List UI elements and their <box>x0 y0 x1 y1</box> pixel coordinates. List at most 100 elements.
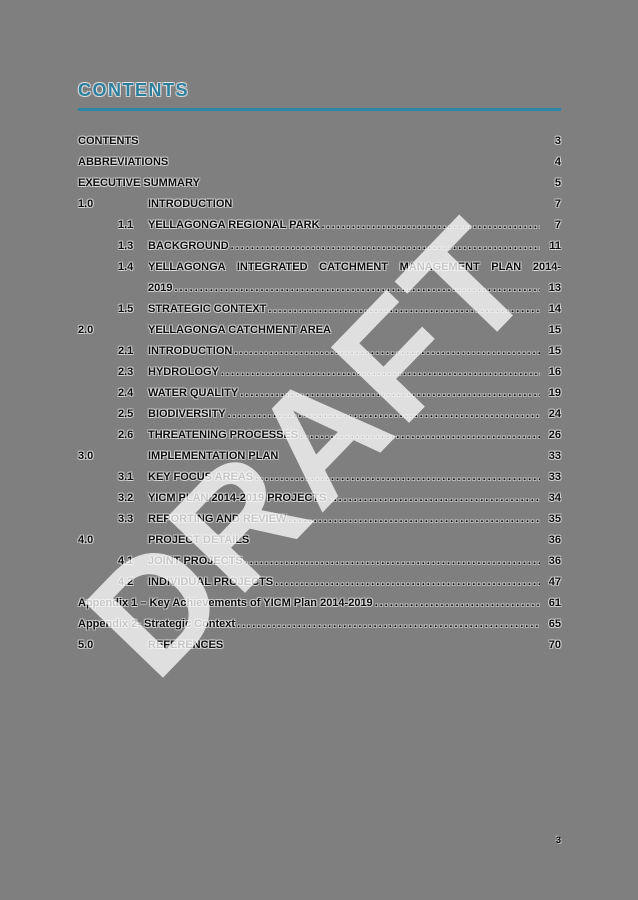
entry-title: JOINT PROJECTS <box>148 555 243 567</box>
dot-leader <box>268 299 540 320</box>
dot-leader <box>245 551 540 572</box>
entry-page-number: 36 <box>548 534 561 546</box>
entry-title: YICM PLAN 2014-2019 PROJECTS <box>148 492 327 504</box>
entry-title: WATER QUALITY <box>148 387 239 399</box>
entry-number: 4.0 <box>78 534 94 546</box>
entry-number: 2.5 <box>118 408 134 420</box>
entry-page-number: 34 <box>548 492 561 504</box>
entry-page-number: 61 <box>548 597 561 609</box>
dot-leader <box>288 509 540 530</box>
entry-title: Appendix 1 – Key Achievements of YICM Pl… <box>78 597 373 609</box>
entry-page-number: 3 <box>554 135 561 147</box>
dot-leader <box>231 236 540 257</box>
toc-row: 3.0 IMPLEMENTATION PLAN 33 <box>78 446 561 467</box>
dot-leader <box>174 278 540 299</box>
entry-number: 3.0 <box>78 450 94 462</box>
entry-title: ABBREVIATIONS <box>78 156 169 168</box>
entry-number: 4.2 <box>118 576 134 588</box>
dot-leader <box>375 593 540 614</box>
toc-row: 3.3 REPORTING AND REVIEW 35 <box>78 509 561 530</box>
dot-leader <box>237 614 540 635</box>
entry-number: 2.4 <box>118 387 134 399</box>
entry-number: 1.1 <box>118 219 134 231</box>
entry-title: STRATEGIC CONTEXT <box>148 303 267 315</box>
entry-page-number: 33 <box>548 471 561 483</box>
entry-page-number: 16 <box>548 366 561 378</box>
toc-row: 2.4 WATER QUALITY 19 <box>78 383 561 404</box>
dot-leader <box>240 383 540 404</box>
entry-title: HYDROLOGY <box>148 366 219 378</box>
entry-title: YELLAGONGA INTEGRATED CATCHMENT MANAGEME… <box>148 261 561 273</box>
footer-page-number: 3 <box>555 835 561 845</box>
entry-number: 2.1 <box>118 345 134 357</box>
toc-row: 1.0 INTRODUCTION 7 <box>78 194 561 215</box>
entry-title: IMPLEMENTATION PLAN <box>148 450 279 462</box>
dot-leader <box>255 467 540 488</box>
entry-title: BACKGROUND <box>148 240 229 252</box>
entry-page-number: 14 <box>548 303 561 315</box>
entry-page-number: 35 <box>548 513 561 525</box>
dot-leader <box>300 425 540 446</box>
toc-row: Appendix 2- Strategic Context 65 <box>78 614 561 635</box>
dot-leader <box>275 572 540 593</box>
entry-title: Appendix 2- Strategic Context <box>78 618 236 630</box>
heading-rule <box>78 108 561 111</box>
toc-row: ABBREVIATIONS 4 <box>78 152 561 173</box>
entry-title: REPORTING AND REVIEW <box>148 513 287 525</box>
page-title: CONTENTS <box>78 80 189 100</box>
entry-page-number: 4 <box>554 156 561 168</box>
toc-row: 2.3HYDROLOGY16 <box>78 362 561 383</box>
entry-number: 1.5 <box>118 303 134 315</box>
entry-title: CONTENTS <box>78 135 139 147</box>
entry-page-number: 26 <box>548 429 561 441</box>
entry-number: 1.4 <box>118 261 134 273</box>
dot-leader <box>234 341 540 362</box>
toc-row: 1.5 STRATEGIC CONTEXT 14 <box>78 299 561 320</box>
entry-number: 3.1 <box>118 471 134 483</box>
entry-number: 1.3 <box>118 240 134 252</box>
entry-title: INDIVIDUAL PROJECTS <box>148 576 274 588</box>
contents-header: CONTENTS <box>78 80 561 111</box>
entry-number: 3.3 <box>118 513 134 525</box>
entry-page-number: 5 <box>554 177 561 189</box>
dot-leader <box>322 215 540 236</box>
entry-title: YELLAGONGA CATCHMENT AREA <box>148 324 331 336</box>
entry-title: YELLAGONGA REGIONAL PARK <box>148 219 320 231</box>
toc-row-line1: 1.4 YELLAGONGA INTEGRATED CATCHMENT MANAG… <box>78 257 561 278</box>
entry-number: 5.0 <box>78 639 94 651</box>
entry-page-number: 70 <box>548 639 561 651</box>
toc-row: 1.3 BACKGROUND 11 <box>78 236 561 257</box>
entry-number: 1.0 <box>78 198 94 210</box>
entry-page-number: 65 <box>548 618 561 630</box>
entry-page-number: 7 <box>554 219 561 231</box>
entry-title: INTRODUCTION <box>148 198 233 210</box>
toc-row: 1.4 YELLAGONGA INTEGRATED CATCHMENT MANAG… <box>78 257 561 299</box>
toc-row: Appendix 1 – Key Achievements of YICM Pl… <box>78 593 561 614</box>
toc-row: 3.1 KEY FOCUS AREAS 33 <box>78 467 561 488</box>
dot-leader <box>329 488 540 509</box>
toc-row-line2: 201913 <box>78 278 561 299</box>
entry-title: KEY FOCUS AREAS <box>148 471 254 483</box>
entry-page-number: 19 <box>548 387 561 399</box>
entry-number: 2.0 <box>78 324 94 336</box>
entry-page-number: 15 <box>548 345 561 357</box>
entry-page-number: 33 <box>548 450 561 462</box>
entry-number: 2.6 <box>118 429 134 441</box>
entry-page-number: 7 <box>554 198 561 210</box>
entry-title: EXECUTIVE SUMMARY <box>78 177 200 189</box>
entry-title: INTRODUCTION <box>148 345 233 357</box>
entry-page-number: 36 <box>548 555 561 567</box>
toc-row: CONTENTS 3 <box>78 131 561 152</box>
toc-row: 1.1 YELLAGONGA REGIONAL PARK 7 <box>78 215 561 236</box>
entry-page-number: 11 <box>549 240 561 252</box>
entry-page-number: 13 <box>548 282 561 294</box>
dot-leader <box>228 404 540 425</box>
